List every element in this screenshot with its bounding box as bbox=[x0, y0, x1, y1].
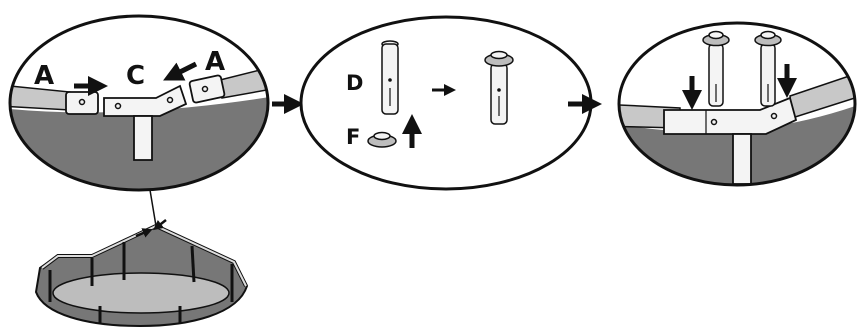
assembled-joint bbox=[663, 96, 798, 135]
pin-with-cap bbox=[484, 50, 514, 125]
panel3-frame bbox=[617, 21, 857, 187]
apex-arrow-right bbox=[153, 219, 167, 231]
zoom-panel-joint-insert: A C A bbox=[8, 14, 270, 192]
apex-arrow-left bbox=[135, 228, 153, 238]
pin-d bbox=[381, 40, 399, 115]
pool-water bbox=[52, 272, 230, 314]
panel1-frame bbox=[8, 14, 270, 192]
cap-f bbox=[367, 131, 397, 148]
push-arrow-right bbox=[163, 61, 198, 81]
zoom-leader bbox=[128, 189, 157, 227]
vertical-leg bbox=[133, 115, 153, 161]
zoom-panel-pins-inserted bbox=[617, 21, 857, 187]
label-c-center: C bbox=[126, 61, 145, 91]
t-joint-connector bbox=[103, 84, 188, 117]
pin-right-inserted bbox=[754, 30, 782, 107]
pin-left-inserted bbox=[702, 30, 730, 107]
label-a-right: A bbox=[205, 47, 225, 77]
pool-overview bbox=[34, 189, 249, 328]
rail-tube-left bbox=[65, 91, 99, 115]
label-d: D bbox=[346, 71, 363, 95]
panel2-frame bbox=[299, 15, 593, 191]
label-a-left: A bbox=[34, 61, 54, 91]
zoom-panel-pin-assembly: D F bbox=[299, 15, 593, 191]
label-f: F bbox=[346, 125, 360, 149]
panel3-leg bbox=[732, 133, 752, 185]
